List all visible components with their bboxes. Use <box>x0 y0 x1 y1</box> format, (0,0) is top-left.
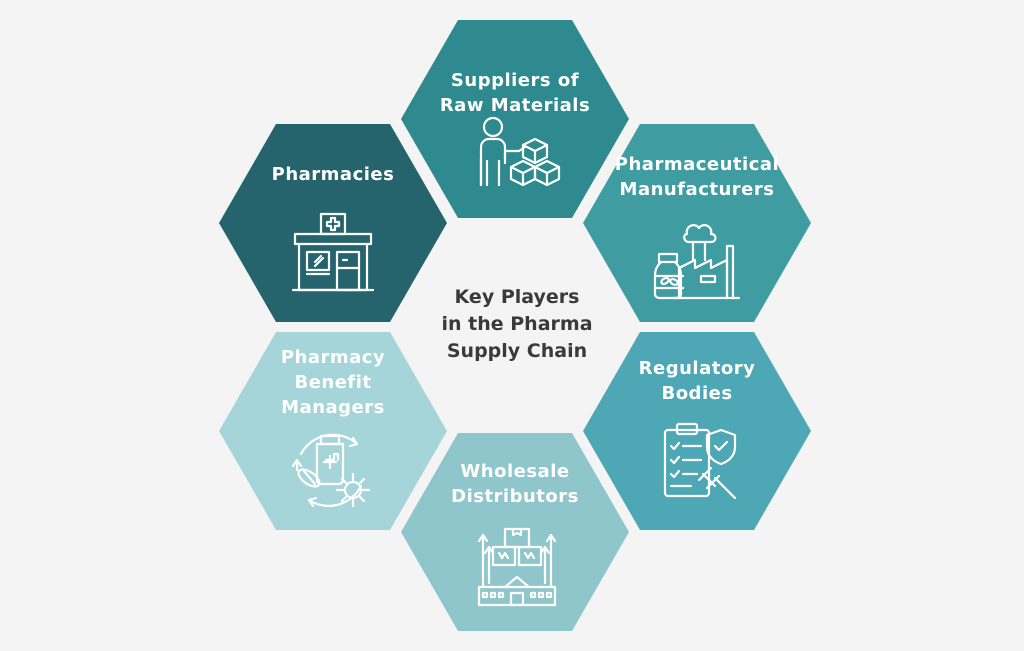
diagram-title: Key Players in the Pharma Supply Chain <box>392 284 642 365</box>
hex-wholesale-label: Wholesale Distributors <box>401 459 629 509</box>
label-line: Benefit <box>294 372 372 393</box>
label-line: Suppliers of <box>450 70 580 91</box>
hex-pharmacies: Pharmacies <box>219 124 447 322</box>
label-line: Manufacturers <box>619 179 775 200</box>
pharmacy-store-icon <box>291 212 375 296</box>
hex-pbm-shape <box>219 332 447 530</box>
title-line-2: in the Pharma <box>441 313 593 335</box>
hex-regulatory-label: Regulatory Bodies <box>583 356 811 406</box>
person-with-boxes-icon <box>475 115 561 194</box>
checklist-gavel-shield-icon <box>663 422 747 506</box>
hex-manufacturers-shape <box>583 124 811 322</box>
hex-regulatory: Regulatory Bodies <box>583 332 811 530</box>
label-line: Bodies <box>661 383 733 404</box>
hex-pbm: Pharmacy Benefit Managers <box>219 332 447 530</box>
hex-pharmacies-shape <box>219 124 447 322</box>
warehouse-boxes-icon <box>477 527 557 611</box>
hex-pharmacies-label: Pharmacies <box>219 162 447 187</box>
hex-manufacturers-label: Pharmaceutical Manufacturers <box>583 152 811 202</box>
label-line: Pharmaceutical <box>614 154 780 175</box>
hex-suppliers-label: Suppliers of Raw Materials <box>401 68 629 118</box>
hex-suppliers-shape <box>401 20 629 218</box>
label-line: Pharmacy <box>280 347 386 368</box>
title-line-1: Key Players <box>454 286 580 308</box>
hex-suppliers: Suppliers of Raw Materials <box>401 20 629 218</box>
label-line: Pharmacies <box>271 164 395 185</box>
label-line: Managers <box>281 397 385 418</box>
title-line-3: Supply Chain <box>446 340 588 362</box>
label-line: Distributors <box>451 486 579 507</box>
hex-wholesale: Wholesale Distributors <box>401 433 629 631</box>
hex-pbm-label: Pharmacy Benefit Managers <box>219 345 447 420</box>
label-line: Regulatory <box>638 358 756 379</box>
factory-medicine-icon <box>653 216 743 302</box>
hex-wholesale-shape <box>401 433 629 631</box>
medicine-cycle-gear-icon <box>289 430 375 514</box>
label-line: Raw Materials <box>439 95 591 116</box>
label-line: Wholesale <box>460 461 570 482</box>
hex-manufacturers: Pharmaceutical Manufacturers <box>583 124 811 322</box>
